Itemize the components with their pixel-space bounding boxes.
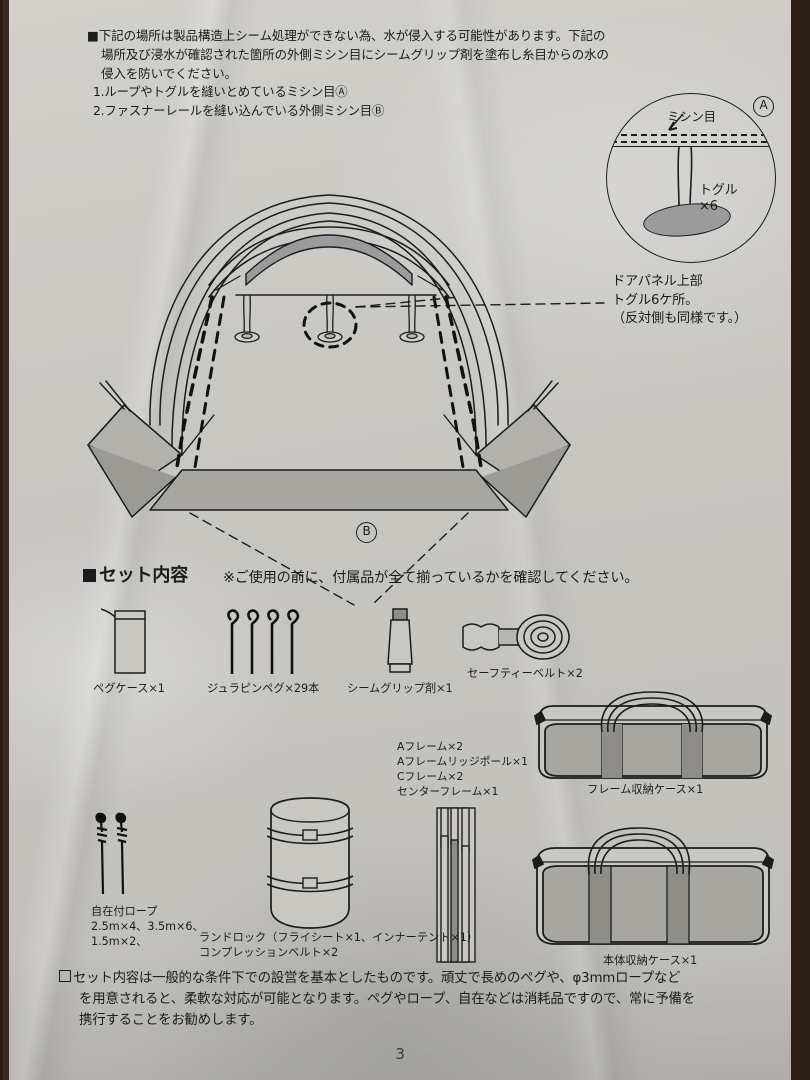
set-contents-note: ※ご使用の前に、付属品が全て揃っているかを確認してください。 xyxy=(223,570,639,586)
seam-grip-tube-icon xyxy=(387,608,413,673)
detail-b-badge: B xyxy=(356,518,377,543)
heading-bullet-square xyxy=(83,569,96,582)
item-label-seam-grip: シームグリップ剤×1 xyxy=(347,682,453,695)
bottom-note-line-3: 携行することをお勧めします。 xyxy=(79,1012,263,1028)
list-item: 2.ファスナーレールを縫い込んでいる外側ミシン目Ⓑ xyxy=(93,103,385,119)
detail-a-badge: A xyxy=(753,96,774,117)
set-contents-heading: セット内容 xyxy=(83,563,188,589)
list-item: 1.ループやトグルを縫いとめているミシン目Ⓐ xyxy=(93,84,348,99)
manual-page: ■下記の場所は製品構造上シーム処理ができない為、水が侵入する可能性があります。下… xyxy=(9,0,791,1080)
detail-circle-a xyxy=(606,93,776,263)
bottom-note-line-1: セット内容は一般的な条件下での設営を基本としたものです。頑丈で長めのペグや、φ3… xyxy=(73,971,681,986)
item-label-body-case: 本体収納ケース×1 xyxy=(603,954,698,967)
note-checkbox xyxy=(59,970,71,982)
rolled-tent-icon xyxy=(266,797,354,929)
bottom-note-line-2: を用意されると、柔軟な対応が可能となります。ペグやロープ、自在などは消耗品ですの… xyxy=(79,991,695,1007)
item-label-guy-rope: 自在付ロープ 2.5m×4、3.5m×6、 1.5m×2、 xyxy=(91,905,204,948)
frame-storage-bag-icon xyxy=(533,691,773,779)
peg-case-icon xyxy=(100,608,146,674)
item-label-peg-case: ペグケース×1 xyxy=(93,682,165,695)
tent-illustration xyxy=(64,125,605,606)
safety-belt-icon xyxy=(462,614,570,660)
item-label-safety-belt: セーフティーベルト×2 xyxy=(467,667,583,680)
item-label-landlock: ランドロック（フライシート×1、インナーテント×1） コンプレッションベルト×2 xyxy=(199,931,479,960)
toggle-count-label: トグル ×6 xyxy=(699,183,738,215)
frame-poles-icon xyxy=(436,807,476,963)
stitch-line-lower xyxy=(607,141,775,143)
warning-numbered-list: 1.ループやトグルを縫いとめているミシン目Ⓐ 2.ファスナーレールを縫い込んでい… xyxy=(93,82,384,120)
warning-bullet: ■ xyxy=(87,28,99,43)
seam-arrow-icon xyxy=(668,113,684,131)
warning-line-3: 侵入を防いでください。 xyxy=(101,66,237,82)
door-panel-note: ドアパネル上部 トグル6ケ所。 （反対側も同様です。） xyxy=(612,274,747,327)
warning-line-1: 下記の場所は製品構造上シーム処理ができない為、水が侵入する可能性があります。下記… xyxy=(98,28,606,43)
seam-label: ミシン目 xyxy=(667,109,716,124)
warning-line-2: 場所及び浸水が確認された箇所の外側ミシン目にシームグリップ剤を塗布し糸目からの水… xyxy=(101,47,609,63)
item-label-frames: Aフレーム×2 Aフレームリッジポール×1 Cフレーム×2 センターフレーム×1 xyxy=(397,740,528,798)
item-label-jura-peg: ジュラピンペグ×29本 xyxy=(207,682,320,695)
warning-paragraph: ■下記の場所は製品構造上シーム処理ができない為、水が侵入する可能性があります。下… xyxy=(87,26,747,83)
guy-rope-icon xyxy=(95,812,128,895)
body-storage-bag-icon xyxy=(531,827,775,945)
jura-peg-icon xyxy=(227,609,300,674)
page-number: 3 xyxy=(395,1045,405,1063)
stitch-line-upper xyxy=(607,134,775,136)
bottom-note: セット内容は一般的な条件下での設営を基本としたものです。頑丈で長めのペグや、φ3… xyxy=(59,969,789,1031)
item-label-frame-case: フレーム収納ケース×1 xyxy=(587,783,704,796)
